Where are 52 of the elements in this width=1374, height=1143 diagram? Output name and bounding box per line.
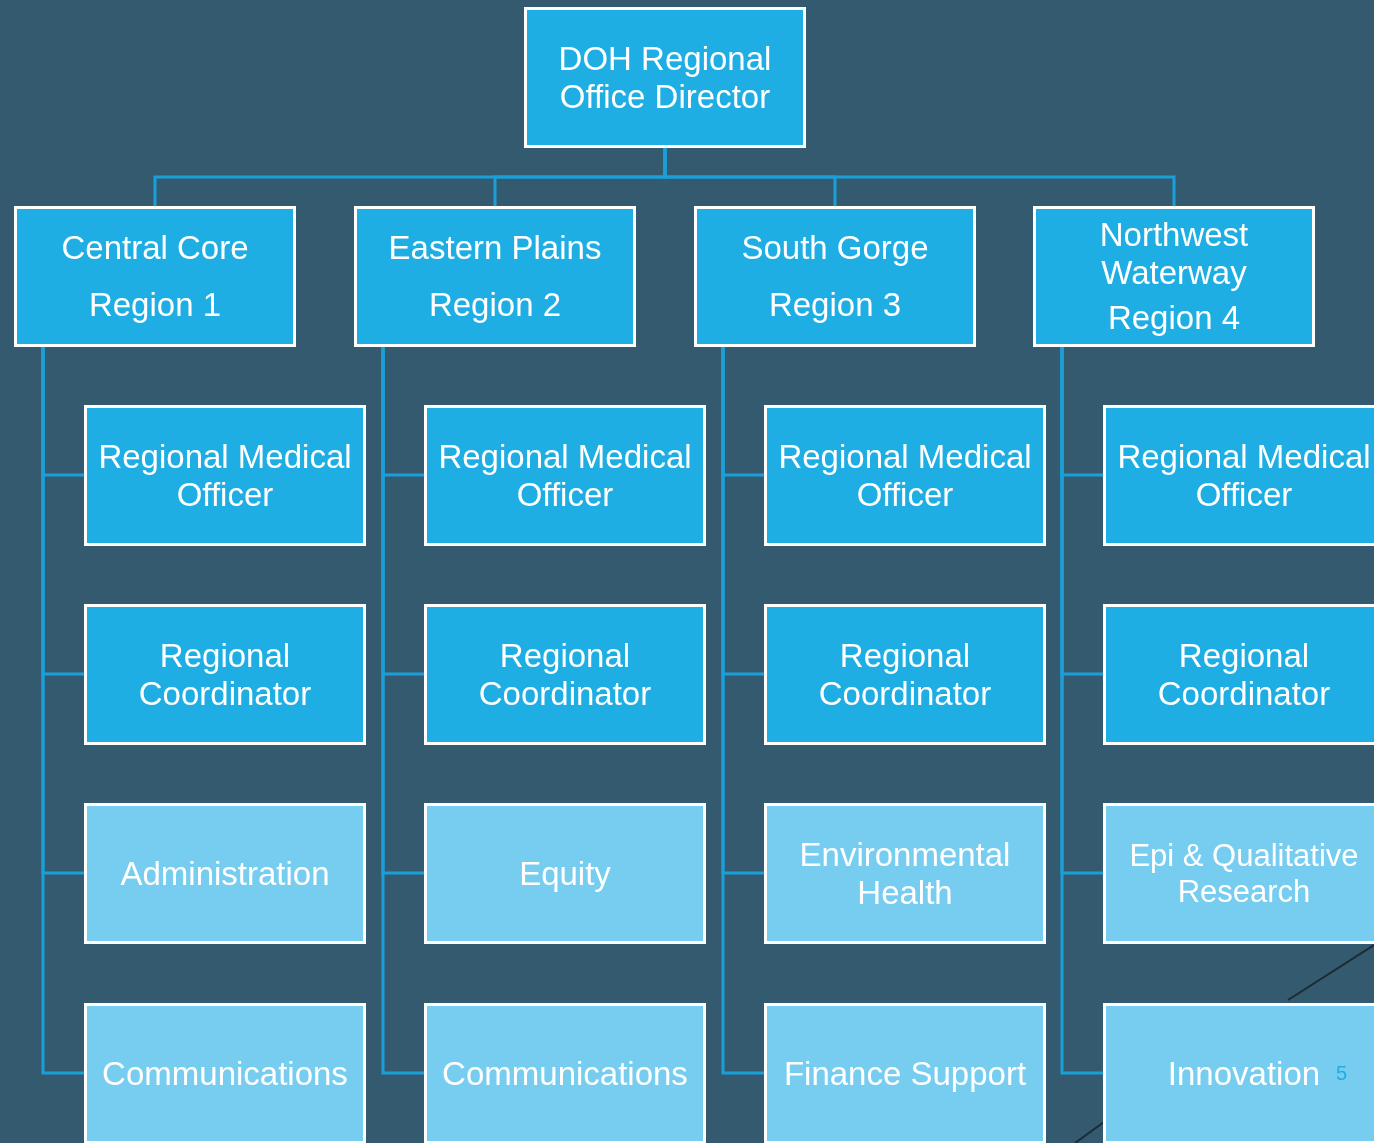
department-box — [424, 803, 706, 944]
connector-line — [663, 148, 1176, 206]
box-title: Central Core — [61, 228, 249, 267]
page-number: 5 — [1336, 1062, 1348, 1085]
connector-line — [1060, 347, 1103, 1075]
region-number: Region 1 — [88, 286, 222, 325]
box-title: Regional Medical Officer — [97, 437, 353, 514]
box-title: Epi & Qualitative Research — [1128, 837, 1360, 910]
connector-line — [381, 347, 424, 1075]
box-title: Eastern Plains — [388, 228, 602, 267]
director-box — [524, 7, 806, 148]
box-title: Innovation — [1167, 1054, 1321, 1093]
box-title: Environmental Health — [798, 835, 1012, 912]
connector-line — [41, 347, 84, 1075]
region-number: Region 3 — [768, 286, 902, 325]
org-box — [424, 405, 706, 546]
box-title: Regional Coordinator — [137, 636, 313, 713]
department-box — [1103, 1003, 1374, 1143]
box-title: DOH Regional Office Director — [557, 39, 773, 116]
department-box — [424, 1003, 706, 1143]
box-title: Equity — [519, 854, 611, 893]
region-box — [694, 206, 976, 347]
box-title: Regional Coordinator — [1156, 636, 1332, 713]
region-number: Region 4 — [1107, 299, 1241, 337]
department-box — [84, 1003, 366, 1143]
org-box — [764, 405, 1046, 546]
org-box — [84, 604, 366, 745]
org-box — [764, 604, 1046, 745]
org-box — [424, 604, 706, 745]
box-title: Northwest Waterway — [1098, 216, 1250, 292]
region-number: Region 2 — [428, 286, 562, 325]
box-title: Regional Coordinator — [477, 636, 653, 713]
box-title: Administration — [120, 854, 330, 893]
box-title: Regional Medical Officer — [1116, 437, 1372, 514]
box-title: Regional Medical Officer — [777, 437, 1033, 514]
department-box — [84, 803, 366, 944]
box-title: Communications — [102, 1054, 348, 1093]
department-box — [764, 1003, 1046, 1143]
box-title: Regional Medical Officer — [437, 437, 693, 514]
connector-line — [721, 347, 764, 1075]
org-box — [1103, 604, 1374, 745]
region-box — [14, 206, 296, 347]
department-box — [1103, 803, 1374, 944]
region-box — [354, 206, 636, 347]
box-title: Regional Coordinator — [817, 636, 993, 713]
box-title: Communications — [442, 1054, 688, 1093]
department-box — [764, 803, 1046, 944]
box-title: South Gorge — [741, 228, 929, 267]
org-box — [1103, 405, 1374, 546]
region-box — [1033, 206, 1315, 347]
org-box — [84, 405, 366, 546]
box-title: Finance Support — [783, 1054, 1027, 1093]
